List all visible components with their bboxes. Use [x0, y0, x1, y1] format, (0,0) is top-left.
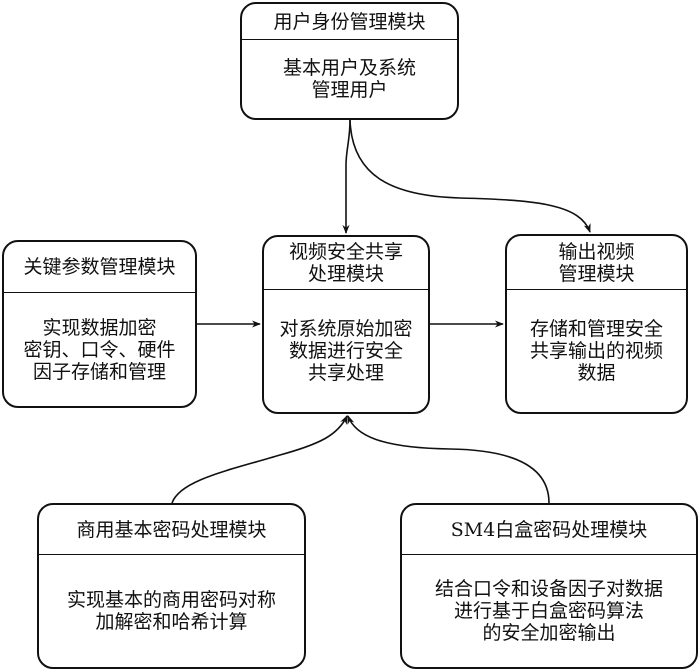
description-line: 基本用户及系统 — [282, 57, 416, 79]
description-line: 实现基本的商用密码对称 — [66, 589, 276, 611]
title-line: 输出视频 — [558, 240, 635, 263]
description-line: 共享处理 — [307, 362, 384, 384]
module-description: 实现基本的商用密码对称 加解密和哈希计算 — [39, 555, 304, 667]
title-line: 用户身份管理模块 — [273, 10, 426, 33]
module-description: 实现数据加密 密钥、口令、硬件 因子存储和管理 — [4, 293, 195, 406]
title-line: 处理模块 — [307, 263, 384, 285]
module-output-video: 输出视频 管理模块 存储和管理安全 共享输出的视频 数据 — [505, 234, 688, 414]
module-commercial-crypto: 商用基本密码处理模块 实现基本的商用密码对称 加解密和哈希计算 — [37, 503, 306, 669]
module-sm4-whitebox: SM4白盒密码处理模块 结合口令和设备因子对数据 进行基于白盒密码算法 的安全加… — [400, 503, 698, 669]
module-description: 对系统原始加密 数据进行安全 共享处理 — [264, 290, 428, 412]
arrow-user-to-output — [349, 119, 591, 233]
module-title: 商用基本密码处理模块 — [39, 505, 304, 555]
title-line: SM4白盒密码处理模块 — [450, 518, 648, 541]
description-line: 因子存储和管理 — [32, 360, 166, 383]
module-title: 视频安全共享 处理模块 — [264, 237, 428, 290]
module-description: 存储和管理安全 共享输出的视频 数据 — [507, 290, 686, 412]
title-line: 管理模块 — [558, 262, 635, 285]
arrow-sm4-to-videoshare — [347, 415, 550, 504]
description-line: 的安全加密输出 — [482, 622, 616, 644]
description-line: 实现数据加密 — [42, 316, 157, 339]
description-line: 共享输出的视频 — [529, 340, 663, 362]
description-line: 存储和管理安全 — [529, 318, 663, 340]
module-video-share: 视频安全共享 处理模块 对系统原始加密 数据进行安全 共享处理 — [262, 235, 430, 414]
description-line: 进行基于白盒密码算法 — [453, 600, 644, 622]
description-line: 密钥、口令、硬件 — [23, 338, 176, 361]
title-line: 关键参数管理模块 — [23, 256, 176, 278]
description-line: 数据 — [577, 362, 616, 384]
module-key-params: 关键参数管理模块 实现数据加密 密钥、口令、硬件 因子存储和管理 — [2, 240, 197, 408]
description-line: 加解密和哈希计算 — [95, 611, 248, 633]
title-line: 视频安全共享 — [288, 241, 403, 263]
description-line: 结合口令和设备因子对数据 — [434, 578, 663, 600]
module-title: 关键参数管理模块 — [4, 242, 195, 293]
arrow-user-to-videoshare — [342, 119, 351, 234]
module-description: 基本用户及系统 管理用户 — [242, 40, 457, 118]
module-title: 用户身份管理模块 — [242, 4, 457, 40]
module-description: 结合口令和设备因子对数据 进行基于白盒密码算法 的安全加密输出 — [402, 555, 696, 667]
module-title: 输出视频 管理模块 — [507, 236, 686, 290]
description-line: 数据进行安全 — [288, 340, 403, 362]
module-user-identity: 用户身份管理模块 基本用户及系统 管理用户 — [240, 2, 459, 120]
title-line: 商用基本密码处理模块 — [76, 518, 267, 541]
module-title: SM4白盒密码处理模块 — [402, 505, 696, 555]
description-line: 管理用户 — [311, 79, 388, 101]
description-line: 对系统原始加密 — [279, 318, 413, 340]
arrow-commercial-to-videoshare — [171, 415, 348, 504]
